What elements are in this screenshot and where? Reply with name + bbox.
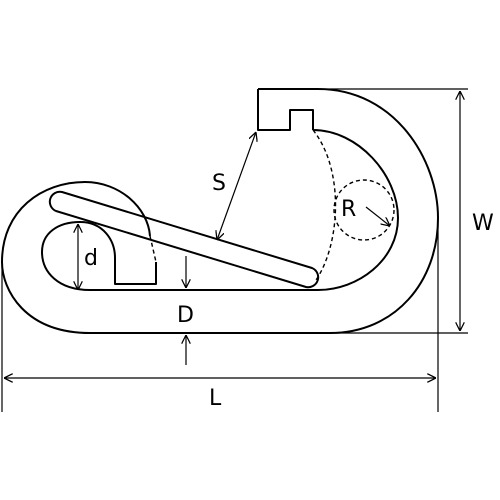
label-s: S [212,171,226,196]
hidden-gate-arc [312,129,337,281]
label-d-large: D [177,303,194,328]
label-r: R [341,197,356,222]
gate-top-notch [257,89,314,131]
hook-outer-outline [1,88,439,334]
label-d-small: d [84,246,98,271]
hook-tip [79,221,157,285]
dim-s-line [217,132,256,240]
label-l: L [209,386,222,411]
label-w: W [472,211,494,236]
spring-gate [48,190,320,289]
dim-r-line [365,206,390,226]
hook-inner-outline [41,129,399,291]
bend-radius-circle [333,179,395,241]
hidden-tip-line [149,235,157,263]
